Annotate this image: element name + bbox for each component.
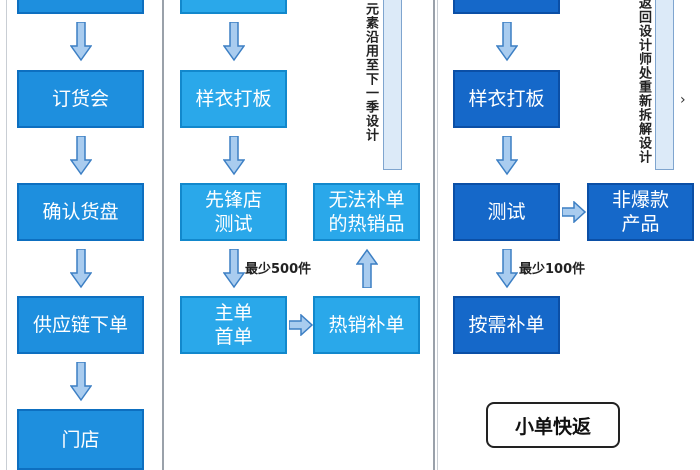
right-arrow-icon — [289, 314, 313, 336]
vertical-note-bar — [383, 0, 402, 170]
main-first-order-box: 主单 首单 — [180, 296, 287, 354]
up-arrow-icon — [356, 248, 378, 288]
down-arrow-icon — [70, 249, 92, 289]
non-hit-product-box: 非爆款 产品 — [587, 183, 694, 241]
store-box: 门店 — [17, 409, 144, 470]
vertical-note-text: 元素沿用至下一季设计 — [363, 2, 378, 142]
confirm-lineup-box: 确认货盘 — [17, 183, 144, 241]
down-arrow-icon — [70, 22, 92, 62]
top-box-cut-col2 — [180, 0, 287, 14]
small-batch-quick-return-tag: 小单快返 — [486, 402, 620, 448]
down-arrow-icon — [496, 22, 518, 62]
column-divider-1 — [162, 0, 164, 470]
test-box: 测试 — [453, 183, 560, 241]
top-box-cut-col1 — [17, 0, 144, 14]
column-divider-2 — [433, 0, 435, 470]
min-qty-label-500: 最少500件 — [245, 262, 312, 277]
on-demand-restock-box: 按需补单 — [453, 296, 560, 354]
vertical-note-bar-col3 — [655, 0, 674, 170]
order-fair-box: 订货会 — [17, 70, 144, 128]
hot-item-restock-box: 热销补单 — [313, 296, 420, 354]
unrestockable-hit-box: 无法补单 的热销品 — [313, 183, 420, 241]
caret-icon: › — [680, 92, 686, 108]
down-arrow-icon — [223, 22, 245, 62]
sample-making-box: 样衣打板 — [180, 70, 287, 128]
down-arrow-icon — [70, 362, 92, 402]
supply-chain-order-box: 供应链下单 — [17, 296, 144, 354]
down-arrow-icon — [70, 136, 92, 176]
down-arrow-icon — [496, 249, 518, 289]
top-box-cut-col3 — [453, 0, 560, 14]
min-qty-label-100: 最少100件 — [519, 262, 586, 277]
column-divider-2b — [437, 0, 438, 470]
right-arrow-icon — [562, 201, 586, 223]
vertical-note-text-col3: 返回设计师处重新拆解设计 — [636, 0, 651, 164]
down-arrow-icon — [223, 136, 245, 176]
sample-making-box-col3: 样衣打板 — [453, 70, 560, 128]
pilot-store-test-box: 先锋店 测试 — [180, 183, 287, 241]
down-arrow-icon — [223, 249, 245, 289]
left-edge-line — [6, 0, 7, 470]
down-arrow-icon — [496, 136, 518, 176]
